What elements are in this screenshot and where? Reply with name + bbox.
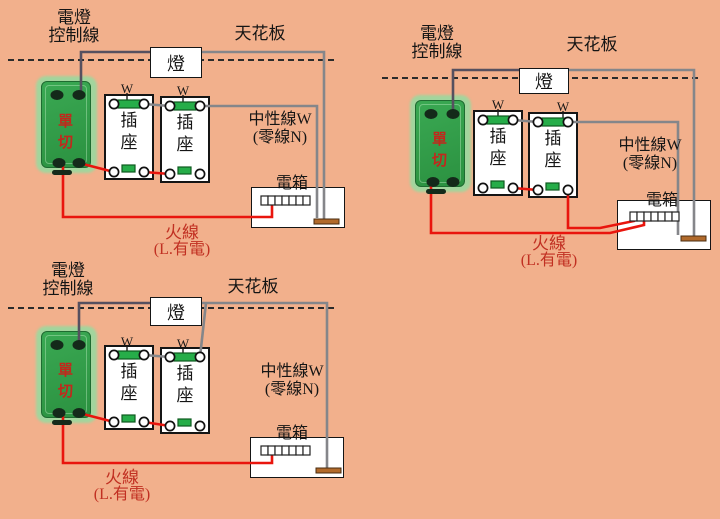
lamp-control-label: 電燈 控制線 [42,261,94,298]
w-mark-label: W [120,81,134,96]
w-mark-label: W [176,83,190,98]
ceiling-label: 天花板 [227,277,279,296]
w-mark-label: W [556,99,570,114]
ceiling-label: 天花板 [566,35,618,54]
panel-label: 電箱 [275,175,308,192]
socket-label: 插座 [176,364,194,405]
ceiling-label: 天花板 [234,24,286,43]
socket-label: 插座 [176,113,194,154]
lamp-box: 燈 [150,47,202,78]
w-mark-label: W [491,97,505,112]
panel-label: 電箱 [275,425,308,442]
lamp-box: 燈 [519,68,569,94]
lamp-control-label: 電燈 控制線 [411,24,463,61]
lamp-box: 燈 [150,297,202,326]
panel-box [250,437,344,478]
lamp-label: 燈 [167,302,185,323]
socket-label: 插座 [544,129,562,170]
panel-label: 電箱 [645,192,678,209]
panel-box [251,187,345,228]
live-wire-label: 火線 (L.有電) [520,234,578,269]
socket-label: 插座 [120,111,138,152]
neutral-label: 中性線W (零線N) [248,111,312,146]
lamp-label: 燈 [535,72,553,92]
lamp-control-label: 電燈 控制線 [48,8,100,45]
neutral-label: 中性線W (零線N) [260,363,324,398]
live-wire-label: 火線 (L.有電) [153,223,211,258]
switch-label: 單切 [431,132,447,169]
switch-label: 單切 [57,114,73,151]
w-mark-label: W [176,336,190,351]
lamp-label: 燈 [167,53,185,74]
neutral-label: 中性線W (零線N) [618,137,682,172]
switch-device [41,81,91,168]
live-wire-label: 火線 (L.有電) [93,468,151,503]
switch-label: 單切 [57,363,73,400]
w-mark-label: W [120,334,134,349]
socket-label: 插座 [120,362,138,403]
socket-label: 插座 [489,127,507,168]
